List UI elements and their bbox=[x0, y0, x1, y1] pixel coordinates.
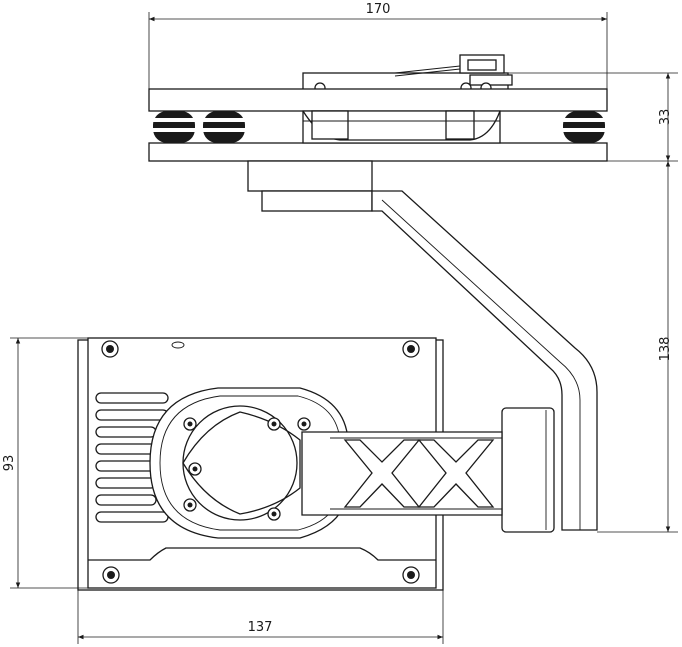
damper-ball-2 bbox=[203, 111, 245, 143]
dim-label-camera-width: 137 bbox=[248, 620, 273, 635]
dim-label-camera-height: 93 bbox=[2, 455, 17, 472]
dim-label-total-height: 138 bbox=[658, 337, 673, 362]
top-mounting-plate bbox=[149, 55, 607, 161]
dim-label-top-width: 170 bbox=[366, 2, 391, 17]
screw-top-right bbox=[403, 341, 419, 357]
screw-bottom-left bbox=[103, 567, 119, 583]
dimension-total-height: 138 bbox=[597, 161, 678, 532]
dimension-camera-width: 137 bbox=[78, 590, 443, 644]
pitch-arm bbox=[302, 432, 502, 515]
dimension-camera-height: 93 bbox=[2, 338, 88, 588]
damper-ball-3 bbox=[563, 111, 605, 143]
dim-label-plate-height: 33 bbox=[658, 109, 673, 126]
screw-top-left bbox=[102, 341, 118, 357]
damper-ball-1 bbox=[153, 111, 195, 143]
screw-bottom-right bbox=[403, 567, 419, 583]
